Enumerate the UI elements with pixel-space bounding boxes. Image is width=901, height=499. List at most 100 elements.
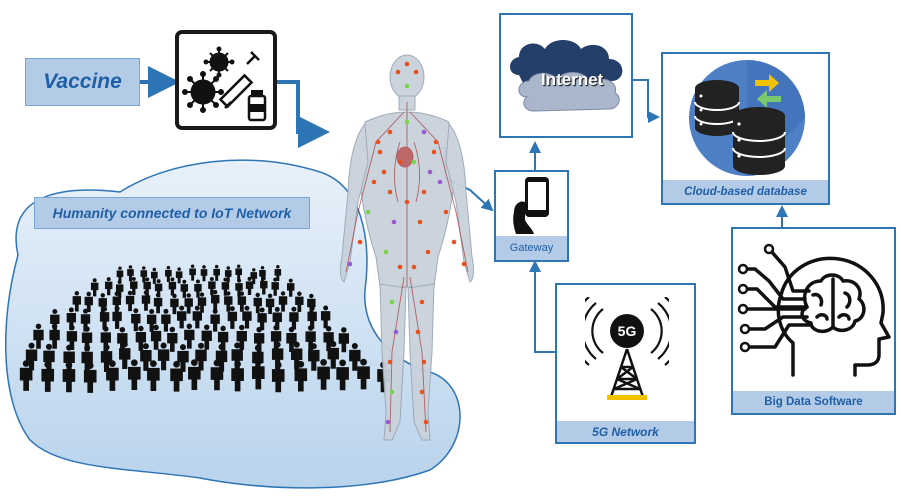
person-icon xyxy=(66,307,77,331)
person-icon xyxy=(84,291,93,313)
person-icon xyxy=(99,306,110,330)
vaccine-label: Vaccine xyxy=(43,70,122,93)
brain-circuit-icon xyxy=(737,243,891,377)
gateway-box: Gateway xyxy=(494,170,569,262)
person-icon xyxy=(115,279,124,299)
person-icon xyxy=(227,306,238,329)
sensor-dot xyxy=(404,61,410,67)
sensor-dot xyxy=(389,299,395,305)
person-icon xyxy=(201,324,212,350)
arrow-5g-to-gateway xyxy=(529,260,555,353)
sensor-dot xyxy=(451,239,457,245)
sensor-dot xyxy=(385,419,391,425)
person-icon xyxy=(151,267,158,284)
sensor-dot xyxy=(404,119,410,125)
person-icon xyxy=(237,291,247,312)
person-icon xyxy=(338,327,349,353)
sensor-dot xyxy=(387,189,393,195)
person-icon xyxy=(25,342,38,371)
internet-box: Internet xyxy=(499,13,633,138)
person-icon xyxy=(125,290,135,312)
person-icon xyxy=(104,277,113,296)
person-icon xyxy=(112,291,122,312)
person-icon xyxy=(19,360,33,391)
person-icon xyxy=(286,326,297,352)
person-icon xyxy=(260,276,268,295)
vaccine-label-box: Vaccine xyxy=(25,58,140,106)
person-icon xyxy=(210,359,224,391)
sensor-dot xyxy=(411,264,417,270)
smartphone-icon xyxy=(513,177,549,234)
person-icon xyxy=(131,308,141,332)
person-icon xyxy=(170,293,179,315)
sensor-dot xyxy=(387,129,393,135)
person-icon xyxy=(167,326,178,352)
person-icon xyxy=(192,305,203,329)
person-icon xyxy=(100,344,113,373)
internet-label: Internet xyxy=(541,70,604,89)
network-5g-label: 5G Network xyxy=(557,421,694,442)
person-icon xyxy=(188,359,201,390)
humanity-label-box: Humanity connected to IoT Network xyxy=(34,197,310,229)
person-icon xyxy=(41,361,55,392)
person-icon xyxy=(62,361,76,393)
person-icon xyxy=(236,324,247,350)
person-icon xyxy=(307,306,317,329)
person-icon xyxy=(305,325,316,351)
person-icon xyxy=(253,292,262,314)
person-icon xyxy=(176,305,187,329)
cloud-db-box: Cloud-based database xyxy=(661,52,830,205)
person-icon xyxy=(221,277,230,296)
person-icon xyxy=(272,306,282,330)
person-icon xyxy=(184,323,195,349)
person-icon xyxy=(271,277,279,296)
sensor-dot xyxy=(423,419,429,425)
person-icon xyxy=(200,265,208,282)
person-icon xyxy=(189,264,196,281)
human-body-icon xyxy=(339,54,475,441)
big-data-box: Big Data Software xyxy=(731,227,896,415)
sensor-dot xyxy=(421,189,427,195)
gateway-label: Gateway xyxy=(496,236,567,260)
person-icon xyxy=(327,341,339,369)
person-icon xyxy=(135,325,147,351)
sensor-dot xyxy=(419,299,425,305)
sensor-dot xyxy=(371,179,377,185)
person-icon xyxy=(143,277,151,296)
person-icon xyxy=(271,341,284,370)
person-icon xyxy=(274,264,282,282)
person-icon xyxy=(294,360,308,392)
person-icon xyxy=(231,360,244,392)
person-icon xyxy=(119,341,131,370)
person-icon xyxy=(271,361,285,393)
person-icon xyxy=(242,305,252,329)
person-icon xyxy=(90,278,99,297)
cloud-icon xyxy=(510,40,623,112)
person-icon xyxy=(175,267,183,284)
person-icon xyxy=(180,279,189,298)
tower-5g-text: 5G xyxy=(618,323,637,339)
person-icon xyxy=(245,276,254,296)
sensor-dot xyxy=(357,239,363,245)
person-icon xyxy=(33,323,44,349)
person-icon xyxy=(265,293,275,315)
person-icon xyxy=(128,359,141,391)
person-icon xyxy=(153,292,163,314)
person-icon xyxy=(168,277,177,296)
person-icon xyxy=(259,266,266,283)
person-icon xyxy=(100,326,111,352)
sensor-dot xyxy=(437,179,443,185)
virus-syringe-icon xyxy=(182,46,267,122)
sensor-dot xyxy=(347,261,353,267)
person-icon xyxy=(43,343,55,372)
person-icon xyxy=(112,306,122,329)
sensor-dot xyxy=(413,69,419,75)
person-icon xyxy=(72,291,82,312)
person-icon xyxy=(146,308,157,332)
sensor-dot xyxy=(415,329,421,335)
person-icon xyxy=(278,291,288,312)
sensor-dot xyxy=(393,329,399,335)
sensor-dot xyxy=(365,209,371,215)
person-icon xyxy=(231,342,243,371)
